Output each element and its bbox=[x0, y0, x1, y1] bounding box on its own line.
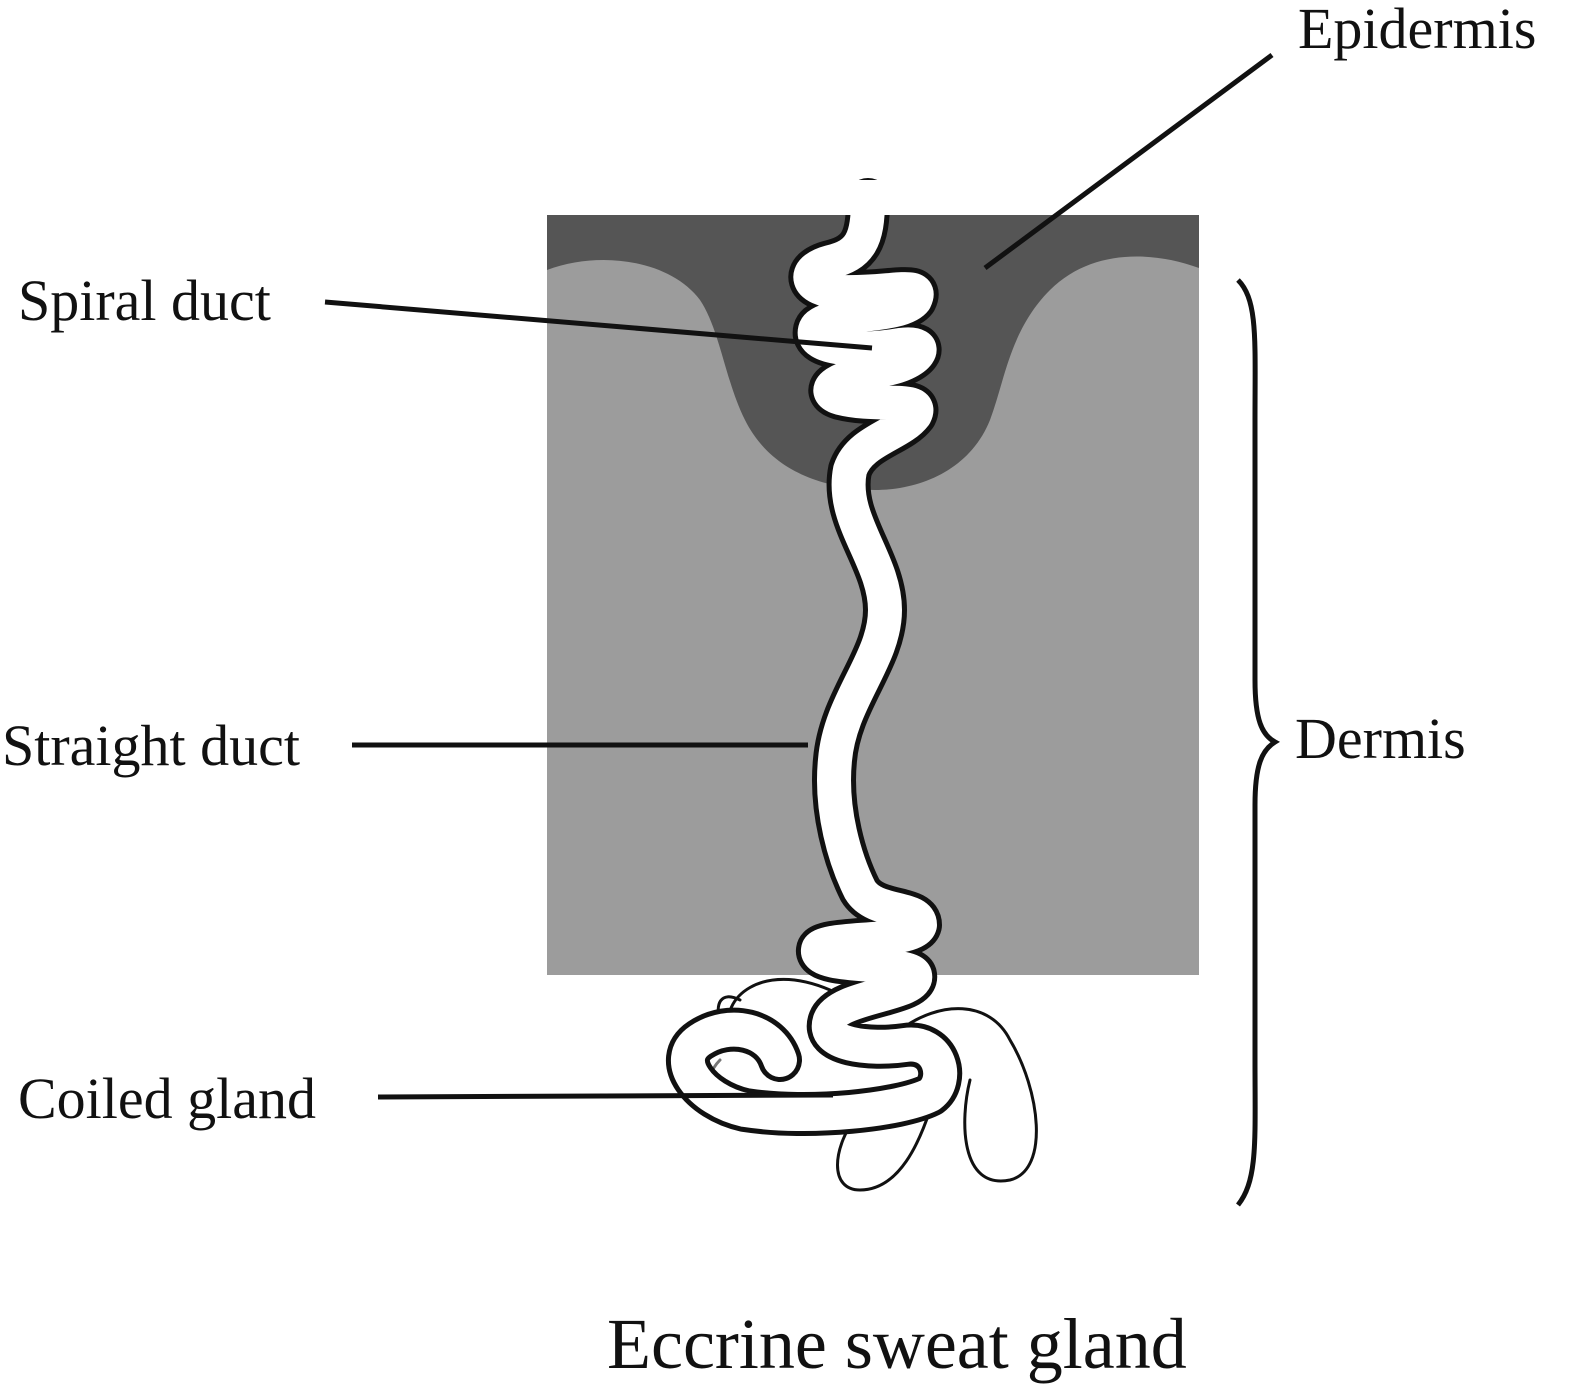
label-spiral-duct: Spiral duct bbox=[18, 268, 271, 333]
epidermis-leader-line bbox=[983, 52, 1274, 271]
label-coiled-gland: Coiled gland bbox=[18, 1066, 317, 1131]
coiled-gland-leader-line bbox=[377, 1092, 834, 1100]
label-straight-duct: Straight duct bbox=[2, 713, 301, 778]
diagram-title: Eccrine sweat gland bbox=[607, 1304, 1187, 1384]
sweat-duct bbox=[666, 178, 963, 1137]
label-epidermis: Epidermis bbox=[1298, 0, 1537, 61]
dermis-brace bbox=[1236, 278, 1280, 1207]
label-dermis: Dermis bbox=[1295, 706, 1466, 771]
spiral-duct-leader-line bbox=[324, 299, 873, 351]
